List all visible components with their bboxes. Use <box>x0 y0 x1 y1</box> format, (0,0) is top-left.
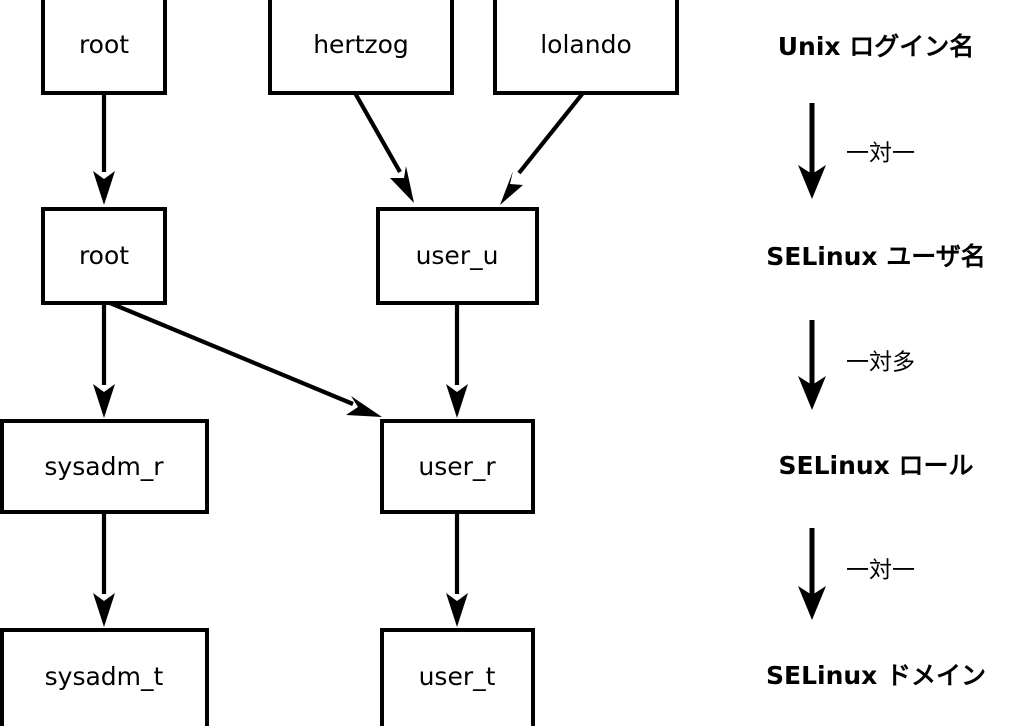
edge-user-r-to-user-t <box>446 512 468 627</box>
node-label: root <box>79 241 129 270</box>
legend-tier-selinux-user-name: SELinux ユーザ名 <box>766 242 986 271</box>
arrowhead-icon <box>93 171 115 205</box>
edge-hertzog-to-user-u <box>353 91 414 203</box>
node-box[interactable] <box>493 0 679 95</box>
node-role-user-r[interactable]: user_r <box>380 419 535 514</box>
legend-tier-selinux-domain: SELinux ドメイン <box>766 661 986 690</box>
node-login-root[interactable]: root <box>41 0 167 95</box>
node-label: sysadm_r <box>44 452 164 481</box>
node-layer: root hertzog lolando root user_u sysadm_ <box>0 0 679 726</box>
edge-user-u-to-user-r <box>446 303 468 418</box>
legend-relation-label: 一対一 <box>846 141 915 167</box>
node-domain-user-t[interactable]: user_t <box>380 628 535 726</box>
node-label: root <box>79 30 129 59</box>
node-label: user_u <box>416 241 499 270</box>
legend-relation-user-to-role: 一対多 <box>798 320 915 410</box>
node-label: hertzog <box>313 30 409 59</box>
node-seuser-user-u[interactable]: user_u <box>376 207 539 305</box>
node-label: lolando <box>540 30 632 59</box>
edge-seuser-root-to-user-r <box>109 301 382 417</box>
node-seuser-root[interactable]: root <box>41 207 167 305</box>
node-label: user_t <box>419 662 496 691</box>
legend-tier-unix-login-name: Unix ログイン名 <box>778 32 975 61</box>
legend-column: Unix ログイン名 一対一 SELinux ユーザ名 一対多 SELinux … <box>766 32 986 690</box>
node-box[interactable] <box>41 207 167 305</box>
legend-arrowhead-icon <box>798 165 826 199</box>
node-box[interactable] <box>380 419 535 514</box>
arrowhead-icon <box>93 384 115 418</box>
arrowhead-icon <box>500 171 523 205</box>
edge-seuser-root-to-sysadm-r <box>93 303 115 418</box>
arrowhead-icon <box>446 384 468 418</box>
arrowhead-icon <box>446 593 468 627</box>
edge-login-root-to-seuser-root <box>93 93 115 205</box>
edge-sysadm-r-to-sysadm-t <box>93 512 115 627</box>
edge-line <box>517 91 585 175</box>
node-role-sysadm-r[interactable]: sysadm_r <box>0 419 209 514</box>
node-box[interactable] <box>268 0 454 95</box>
edge-line <box>353 91 402 174</box>
legend-relation-role-to-domain: 一対一 <box>798 528 915 620</box>
arrowhead-icon <box>346 396 382 417</box>
node-login-lolando[interactable]: lolando <box>493 0 679 95</box>
legend-arrowhead-icon <box>798 376 826 410</box>
legend-tier-selinux-role: SELinux ロール <box>778 451 973 480</box>
node-label: sysadm_t <box>45 662 164 691</box>
node-domain-sysadm-t[interactable]: sysadm_t <box>0 628 209 726</box>
node-box[interactable] <box>376 207 539 305</box>
edge-layer <box>93 91 585 627</box>
node-box[interactable] <box>0 628 209 726</box>
edge-lolando-to-user-u <box>500 91 585 205</box>
node-box[interactable] <box>0 419 209 514</box>
node-box[interactable] <box>41 0 167 95</box>
arrowhead-icon <box>93 593 115 627</box>
node-login-hertzog[interactable]: hertzog <box>268 0 454 95</box>
node-box[interactable] <box>380 628 535 726</box>
edge-line <box>109 301 354 406</box>
legend-arrowhead-icon <box>798 586 826 620</box>
legend-relation-label: 一対多 <box>846 350 915 376</box>
legend-relation-login-to-user: 一対一 <box>798 103 915 199</box>
node-label: user_r <box>418 452 496 481</box>
arrowhead-icon <box>390 166 414 203</box>
legend-relation-label: 一対一 <box>846 558 915 584</box>
